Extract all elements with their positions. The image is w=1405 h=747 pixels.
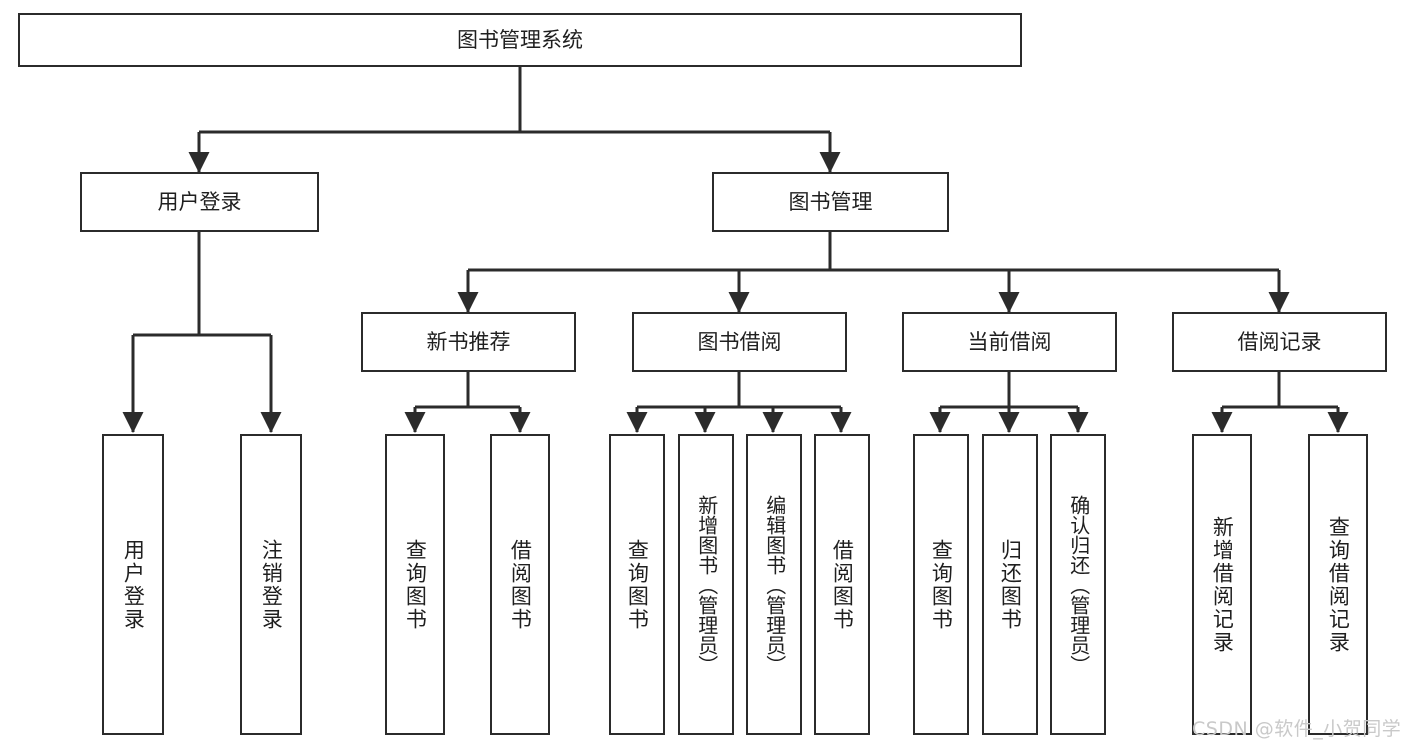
node-leaf-query-book-2[interactable]: 查询图书	[609, 434, 665, 735]
node-current-borrow[interactable]: 当前借阅	[902, 312, 1117, 372]
node-leaf-return-book[interactable]: 归还图书	[982, 434, 1038, 735]
node-leaf-borrow-book-2[interactable]: 借阅图书	[814, 434, 870, 735]
node-book-borrow[interactable]: 图书借阅	[632, 312, 847, 372]
node-leaf-user-login[interactable]: 用户登录	[102, 434, 164, 735]
node-leaf-edit-book[interactable]: 编辑图书（管理员）	[746, 434, 802, 735]
node-leaf-query-book-1[interactable]: 查询图书	[385, 434, 445, 735]
node-leaf-user-logout[interactable]: 注销登录	[240, 434, 302, 735]
node-leaf-borrow-book-1[interactable]: 借阅图书	[490, 434, 550, 735]
node-leaf-confirm-return[interactable]: 确认归还（管理员）	[1050, 434, 1106, 735]
node-book-manage[interactable]: 图书管理	[712, 172, 949, 232]
node-root[interactable]: 图书管理系统	[18, 13, 1022, 67]
node-borrow-record[interactable]: 借阅记录	[1172, 312, 1387, 372]
node-user-login[interactable]: 用户登录	[80, 172, 319, 232]
csdn-watermark: CSDN @软件_小贺同学	[1192, 718, 1402, 740]
node-leaf-query-record[interactable]: 查询借阅记录	[1308, 434, 1368, 735]
node-leaf-add-book[interactable]: 新增图书（管理员）	[678, 434, 734, 735]
node-leaf-query-book-3[interactable]: 查询图书	[913, 434, 969, 735]
node-leaf-add-record[interactable]: 新增借阅记录	[1192, 434, 1252, 735]
node-new-book-recommend[interactable]: 新书推荐	[361, 312, 576, 372]
